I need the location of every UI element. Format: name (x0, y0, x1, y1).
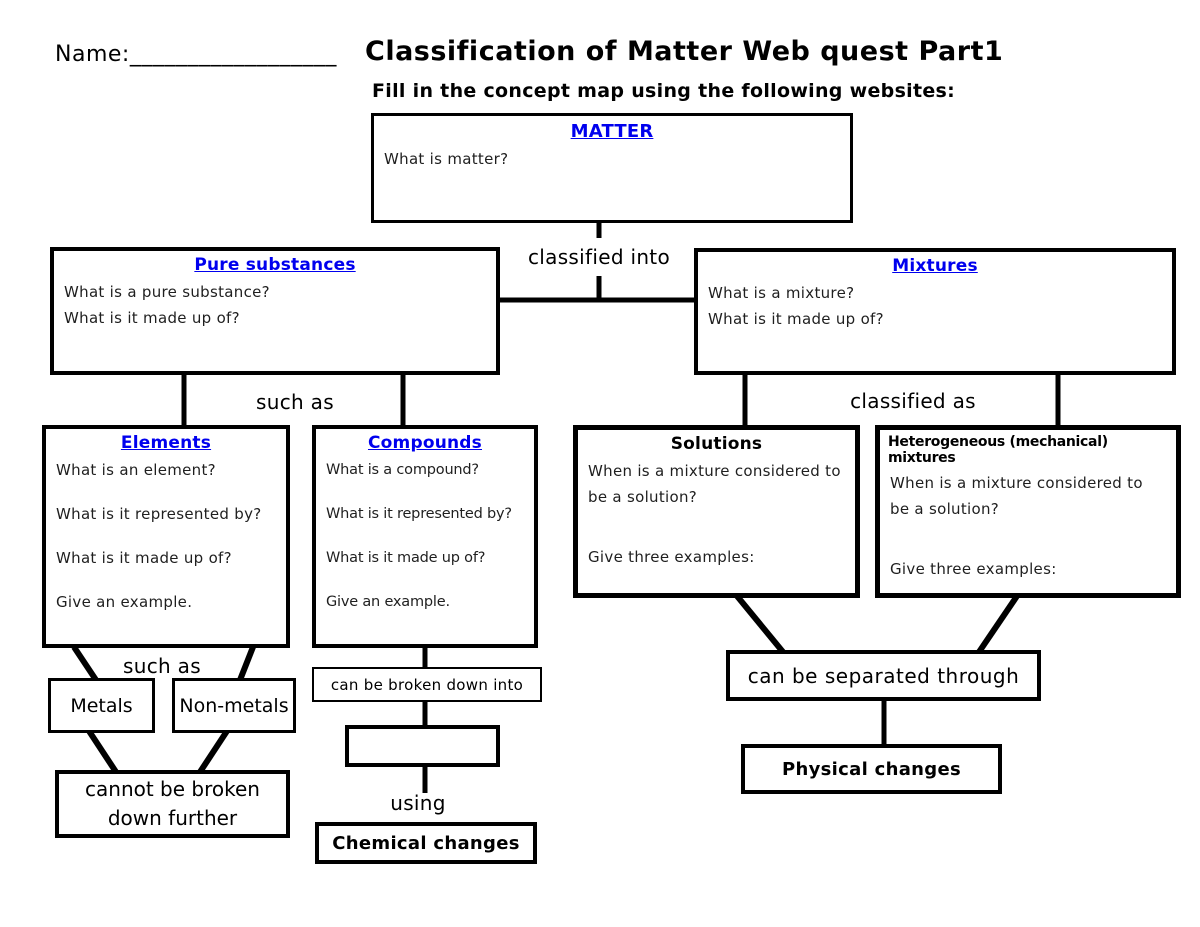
question-line: Give three examples: (890, 560, 1057, 578)
solutions-box: Solutions When is a mixture considered t… (573, 425, 860, 598)
can-be-separated-label: can be separated through (747, 663, 1020, 688)
solutions-title: Solutions (670, 434, 763, 454)
diag-nonmetals-to-cannot (197, 729, 230, 774)
physical-changes-box: Physical changes (741, 744, 1002, 794)
can-be-separated-box: can be separated through (726, 650, 1041, 701)
non-metals-box: Non-metals (172, 678, 296, 733)
page-subtitle: Fill in the concept map using the follow… (372, 80, 956, 102)
page-title: Classification of Matter Web quest Part1 (365, 36, 1004, 67)
cannot-be-broken-box: cannot be broken down further (55, 770, 290, 838)
diag-heterogeneous-to-separated (976, 594, 1020, 654)
question-line: What is it represented by? (326, 506, 512, 522)
chemical-changes-label: Chemical changes (332, 832, 520, 854)
question-line: What is it made up of? (64, 309, 240, 327)
diag-elements-to-metals (71, 645, 99, 682)
question-line: What is it made up of? (708, 310, 884, 328)
question-line: What is a mixture? (708, 284, 855, 302)
can-be-broken-box: can be broken down into (312, 667, 542, 702)
question-line: What is a compound? (326, 462, 479, 478)
cannot-be-broken-label: cannot be broken down further (85, 777, 260, 830)
non-metals-label: Non-metals (179, 694, 289, 717)
question-line: What is a pure substance? (64, 283, 270, 301)
label-such-as-top: such as (256, 390, 334, 414)
chemical-changes-box: Chemical changes (315, 822, 537, 864)
compounds-box: Compounds What is a compound? What is it… (312, 425, 538, 648)
question-line: When is a mixture considered to be a sol… (890, 474, 1143, 518)
question-line: What is it made up of? (326, 550, 486, 566)
question-line: When is a mixture considered to be a sol… (588, 462, 841, 506)
pure-substances-link[interactable]: Pure substances (194, 255, 356, 275)
matter-link[interactable]: MATTER (570, 121, 654, 142)
heterogeneous-title: Heterogeneous (mechanical) mixtures (888, 434, 1108, 466)
elements-box: Elements What is an element? What is it … (42, 425, 290, 648)
question-line: Give three examples: (588, 548, 755, 566)
matter-box: MATTER What is matter? (371, 113, 853, 223)
fill-in-box[interactable] (345, 725, 500, 767)
label-classified-as: classified as (850, 389, 976, 413)
question-line: Give an example. (326, 594, 450, 610)
question-line: What is it represented by? (56, 505, 262, 523)
question-line: Give an example. (56, 593, 193, 611)
compounds-link[interactable]: Compounds (367, 433, 482, 453)
label-such-as-bottom: such as (123, 654, 201, 678)
heterogeneous-mixtures-box: Heterogeneous (mechanical) mixtures When… (875, 425, 1181, 598)
name-field[interactable]: Name:__________________ (55, 42, 337, 67)
metals-box: Metals (48, 678, 155, 733)
metals-label: Metals (70, 694, 133, 717)
pure-substances-box: Pure substances What is a pure substance… (50, 247, 500, 375)
diag-metals-to-cannot (86, 729, 119, 774)
label-using: using (390, 791, 446, 815)
question-line: What is matter? (384, 150, 509, 168)
mixtures-link[interactable]: Mixtures (892, 256, 978, 276)
mixtures-box: Mixtures What is a mixture? What is it m… (694, 248, 1176, 375)
question-line: What is an element? (56, 461, 216, 479)
can-be-broken-label: can be broken down into (330, 675, 524, 694)
diag-elements-to-nonmetals (237, 645, 256, 682)
diag-solutions-to-separated (734, 594, 786, 654)
elements-link[interactable]: Elements (120, 433, 212, 453)
physical-changes-label: Physical changes (782, 758, 961, 780)
label-classified-into: classified into (528, 245, 670, 269)
question-line: What is it made up of? (56, 549, 232, 567)
